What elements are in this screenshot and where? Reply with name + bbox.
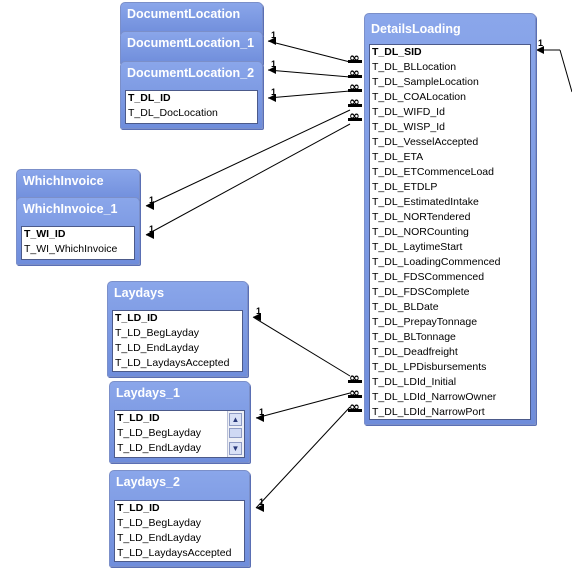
field-item[interactable]: T_DL_ETA: [372, 151, 424, 163]
scroll-up-icon[interactable]: ▲: [229, 413, 242, 426]
table-laydays-2[interactable]: Laydays_2 T_LD_ID T_LD_BegLayday T_LD_En…: [109, 470, 250, 567]
field-item[interactable]: T_WI_ID: [24, 228, 66, 240]
field-item[interactable]: T_DL_LPDisbursements: [372, 361, 487, 373]
scroll-thumb[interactable]: [229, 428, 242, 438]
many-label: ∞: [349, 371, 360, 386]
one-label: 1: [271, 30, 276, 40]
field-item[interactable]: T_LD_LaydaysAccepted: [115, 357, 230, 369]
relation-laydays-1[interactable]: [255, 392, 351, 419]
table-title: WhichInvoice: [23, 174, 104, 188]
field-item[interactable]: T_DL_BLTonnage: [372, 331, 456, 343]
table-title: DocumentLocation: [127, 7, 241, 21]
table-documentlocation[interactable]: DocumentLocation: [120, 2, 263, 36]
field-item[interactable]: T_DL_NORTendered: [372, 211, 471, 223]
one-label: 1: [271, 59, 276, 69]
field-item[interactable]: T_LD_ID: [117, 412, 160, 424]
field-item[interactable]: T_DL_LDId_NarrowOwner: [372, 391, 497, 403]
vertical-scrollbar[interactable]: ▲ ▼: [227, 411, 244, 457]
field-item[interactable]: T_DL_ID: [128, 92, 171, 104]
many-label: ∞: [349, 51, 360, 66]
field-item[interactable]: T_LD_ID: [115, 312, 158, 324]
field-item[interactable]: T_DL_WIFD_Id: [372, 106, 445, 118]
one-label: 1: [149, 224, 154, 234]
table-whichinvoice[interactable]: WhichInvoice: [16, 169, 140, 203]
table-whichinvoice-1[interactable]: WhichInvoice_1 T_WI_ID T_WI_WhichInvoice: [16, 197, 140, 265]
field-item[interactable]: T_LD_BegLayday: [115, 327, 200, 339]
field-item[interactable]: T_DL_EstimatedIntake: [372, 196, 479, 208]
table-title: WhichInvoice_1: [23, 202, 118, 216]
table-title: DocumentLocation_1: [127, 36, 255, 50]
field-item[interactable]: T_WI_WhichInvoice: [24, 243, 118, 255]
field-list[interactable]: T_LD_ID T_LD_BegLayday T_LD_EndLayday T_…: [114, 500, 245, 562]
table-title: Laydays_1: [116, 386, 180, 400]
scroll-down-icon[interactable]: ▼: [229, 442, 242, 455]
many-label: ∞: [349, 66, 360, 81]
table-title: DetailsLoading: [371, 22, 461, 36]
table-title: Laydays: [114, 286, 165, 300]
many-label: ∞: [349, 386, 360, 401]
many-label: ∞: [349, 400, 360, 415]
relation-documentlocation[interactable]: [267, 40, 351, 63]
field-item[interactable]: T_DL_FDSCommenced: [372, 271, 485, 283]
field-item[interactable]: T_DL_DocLocation: [128, 107, 218, 119]
field-item[interactable]: T_DL_ETDLP: [372, 181, 438, 193]
field-item[interactable]: T_DL_LDId_Initial: [372, 376, 457, 388]
table-title: DocumentLocation_2: [127, 66, 255, 80]
table-title: Laydays_2: [116, 475, 180, 489]
relation-whichinvoice[interactable]: [145, 109, 351, 207]
field-item[interactable]: T_DL_ETCommenceLoad: [372, 166, 494, 178]
relation-whichinvoice-1[interactable]: [145, 123, 351, 236]
field-list[interactable]: T_LD_ID T_LD_BegLayday T_LD_EndLayday T_…: [112, 310, 243, 372]
one-label: 1: [149, 195, 154, 205]
field-item[interactable]: T_DL_LoadingCommenced: [372, 256, 501, 268]
field-item[interactable]: T_DL_BLLocation: [372, 61, 457, 73]
field-list[interactable]: T_LD_ID T_LD_BegLayday T_LD_EndLayday ▲ …: [114, 410, 245, 458]
field-item[interactable]: T_LD_EndLayday: [117, 442, 202, 454]
field-item[interactable]: T_LD_EndLayday: [115, 342, 200, 354]
field-item[interactable]: T_DL_COALocation: [372, 91, 466, 103]
field-item[interactable]: T_LD_EndLayday: [117, 532, 202, 544]
field-item[interactable]: T_DL_PrepayTonnage: [372, 316, 478, 328]
one-label: 1: [259, 407, 264, 417]
relation-documentlocation-1[interactable]: [267, 69, 351, 78]
one-label: 1: [538, 38, 543, 48]
field-item[interactable]: T_DL_FDSComplete: [372, 286, 470, 298]
field-item[interactable]: T_DL_SampleLocation: [372, 76, 479, 88]
field-item[interactable]: T_DL_BLDate: [372, 301, 439, 313]
many-label: ∞: [349, 109, 360, 124]
one-label: 1: [259, 497, 264, 507]
field-item[interactable]: T_DL_WISP_Id: [372, 121, 445, 133]
field-item[interactable]: T_LD_ID: [117, 502, 160, 514]
field-list[interactable]: T_DL_ID T_DL_DocLocation: [125, 90, 258, 124]
field-item[interactable]: T_LD_BegLayday: [117, 427, 202, 439]
one-label: 1: [271, 87, 276, 97]
relation-laydays[interactable]: [252, 316, 351, 377]
many-label: ∞: [349, 80, 360, 95]
table-laydays-1[interactable]: Laydays_1 T_LD_ID T_LD_BegLayday T_LD_En…: [109, 381, 250, 463]
table-documentlocation-1[interactable]: DocumentLocation_1: [120, 31, 263, 65]
field-item[interactable]: T_DL_Deadfreight: [372, 346, 458, 358]
relation-documentlocation-2[interactable]: [267, 90, 351, 99]
field-item[interactable]: T_DL_SID: [372, 46, 422, 58]
field-item[interactable]: T_LD_LaydaysAccepted: [117, 547, 232, 559]
relation-laydays-2[interactable]: [255, 406, 351, 509]
one-label: 1: [256, 306, 261, 316]
field-item[interactable]: T_DL_LaytimeStart: [372, 241, 463, 253]
field-list[interactable]: T_WI_ID T_WI_WhichInvoice: [21, 226, 135, 260]
field-item[interactable]: T_DL_NORCounting: [372, 226, 469, 238]
field-item[interactable]: T_DL_VesselAccepted: [372, 136, 479, 148]
table-documentlocation-2[interactable]: DocumentLocation_2 T_DL_ID T_DL_DocLocat…: [120, 61, 263, 129]
table-laydays[interactable]: Laydays T_LD_ID T_LD_BegLayday T_LD_EndL…: [107, 281, 248, 377]
field-item[interactable]: T_DL_LDId_NarrowPort: [372, 406, 485, 418]
many-label: ∞: [349, 95, 360, 110]
field-item[interactable]: T_LD_BegLayday: [117, 517, 202, 529]
